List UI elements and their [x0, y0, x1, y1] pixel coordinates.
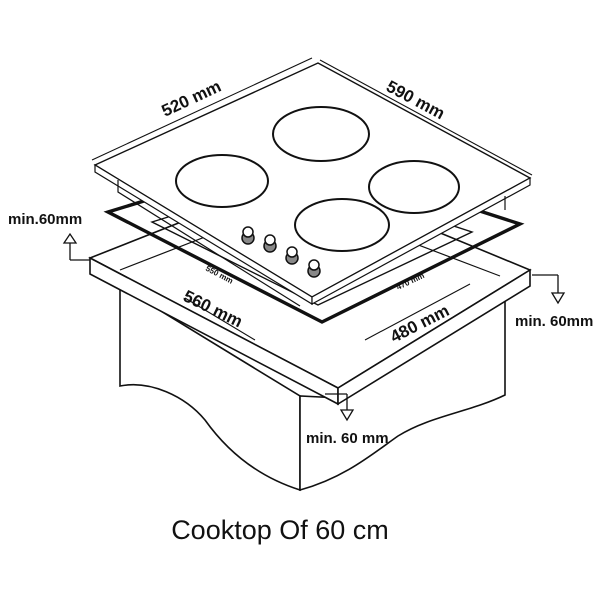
knob-1 — [241, 226, 255, 245]
burner-left — [175, 154, 269, 208]
burner-right — [368, 160, 460, 214]
dimension-lines — [91, 57, 533, 341]
arrow-front-clearance — [325, 393, 355, 422]
label-min-clearance-left: min.60mm — [8, 211, 82, 228]
cabinet-right-side — [299, 294, 506, 492]
cabinet — [119, 284, 506, 492]
cooktop-side-edge — [311, 176, 531, 306]
clearance-arrows — [62, 232, 566, 422]
burners — [175, 106, 460, 252]
control-knobs — [241, 226, 321, 278]
cabinet-left-side — [119, 284, 301, 492]
countertop-side-edge — [337, 268, 531, 406]
label-min-clearance-right: min. 60mm — [515, 313, 593, 330]
burner-front — [294, 198, 390, 252]
label-min-clearance-front: min. 60 mm — [306, 430, 389, 447]
diagram-caption: Cooktop Of 60 cm — [171, 515, 389, 545]
cooktop — [93, 62, 532, 307]
knob-3 — [285, 246, 299, 265]
burner-back — [272, 106, 370, 162]
knob-2 — [263, 234, 277, 253]
knob-4 — [307, 259, 321, 278]
arrow-left-clearance — [62, 232, 90, 261]
arrow-right-clearance — [532, 274, 566, 305]
